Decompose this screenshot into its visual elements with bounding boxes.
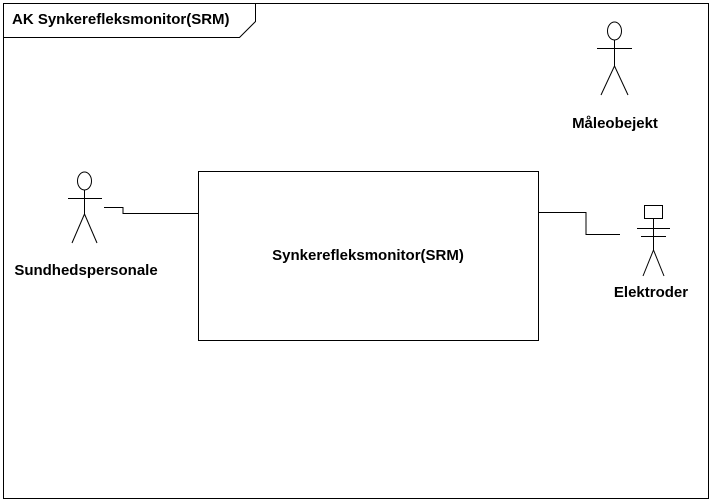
actor-right-leg — [84, 213, 98, 244]
actor-head — [77, 171, 92, 191]
actor-label-sundhedspersonale: Sundhedspersonale — [14, 262, 157, 279]
actor-right-leg — [653, 249, 665, 277]
actor-sundhedspersonale — [68, 171, 102, 244]
actor-left-leg — [71, 213, 85, 244]
system-block-label: Synkerefleksmonitor(SRM) — [272, 247, 464, 264]
system-block — [198, 171, 539, 341]
frame-title: AK Synkerefleksmonitor(SRM) — [12, 11, 230, 28]
actor-head — [607, 21, 622, 41]
actor-label-elektroder: Elektroder — [614, 284, 688, 301]
actor-head-box — [644, 205, 663, 219]
actor-label-maaleobejekt: Måleobejekt — [572, 115, 658, 132]
frame-border — [3, 3, 709, 499]
actor-maaleobejekt — [597, 21, 632, 96]
frame-title-tab — [3, 3, 256, 38]
connector-sundhedspersonale — [104, 207, 198, 214]
actor-left-leg — [642, 249, 654, 277]
actor-left-leg — [600, 65, 615, 96]
connector-elektroder — [538, 212, 620, 235]
actor-right-leg — [614, 65, 629, 96]
actor-elektroder — [637, 205, 670, 277]
